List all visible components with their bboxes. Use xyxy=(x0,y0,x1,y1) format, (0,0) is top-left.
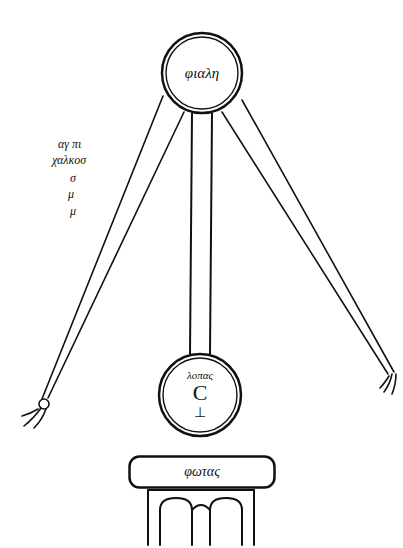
tube-line xyxy=(222,112,388,374)
annotation: μ xyxy=(68,188,74,200)
tube-end xyxy=(22,409,38,416)
annotation: αγ πι xyxy=(58,138,81,150)
stand xyxy=(148,490,254,545)
annotation: σ xyxy=(70,172,76,184)
annotation: μ xyxy=(70,205,76,217)
stand-arch xyxy=(210,498,242,545)
pan-circle: λοπαςC⊥ xyxy=(157,352,243,438)
tube-end xyxy=(392,374,396,394)
node-text: ⊥ xyxy=(194,405,206,420)
tube-end xyxy=(34,409,46,428)
node-text: C xyxy=(193,381,208,405)
node-text: λοπας xyxy=(187,369,213,381)
tube-line xyxy=(242,100,394,372)
tube-inner xyxy=(200,113,202,354)
tube-line xyxy=(42,96,163,399)
band-outline xyxy=(130,457,275,488)
tube-end xyxy=(380,376,389,388)
node-text: φωτας xyxy=(184,464,220,479)
base-band: φωτας xyxy=(128,455,276,489)
flask-circle: φιαλη xyxy=(160,31,244,115)
tube-line xyxy=(48,112,184,398)
stand-arch xyxy=(160,498,192,545)
node-text: φιαλη xyxy=(185,65,219,82)
inner-ring xyxy=(163,358,237,432)
outer-ring xyxy=(162,33,242,113)
tube-connector xyxy=(200,113,202,354)
outer-ring xyxy=(159,354,241,436)
stand-arch xyxy=(192,505,210,510)
annotation: χαλκοσ xyxy=(52,154,86,166)
inner-ring xyxy=(166,37,238,109)
tube xyxy=(200,113,202,354)
